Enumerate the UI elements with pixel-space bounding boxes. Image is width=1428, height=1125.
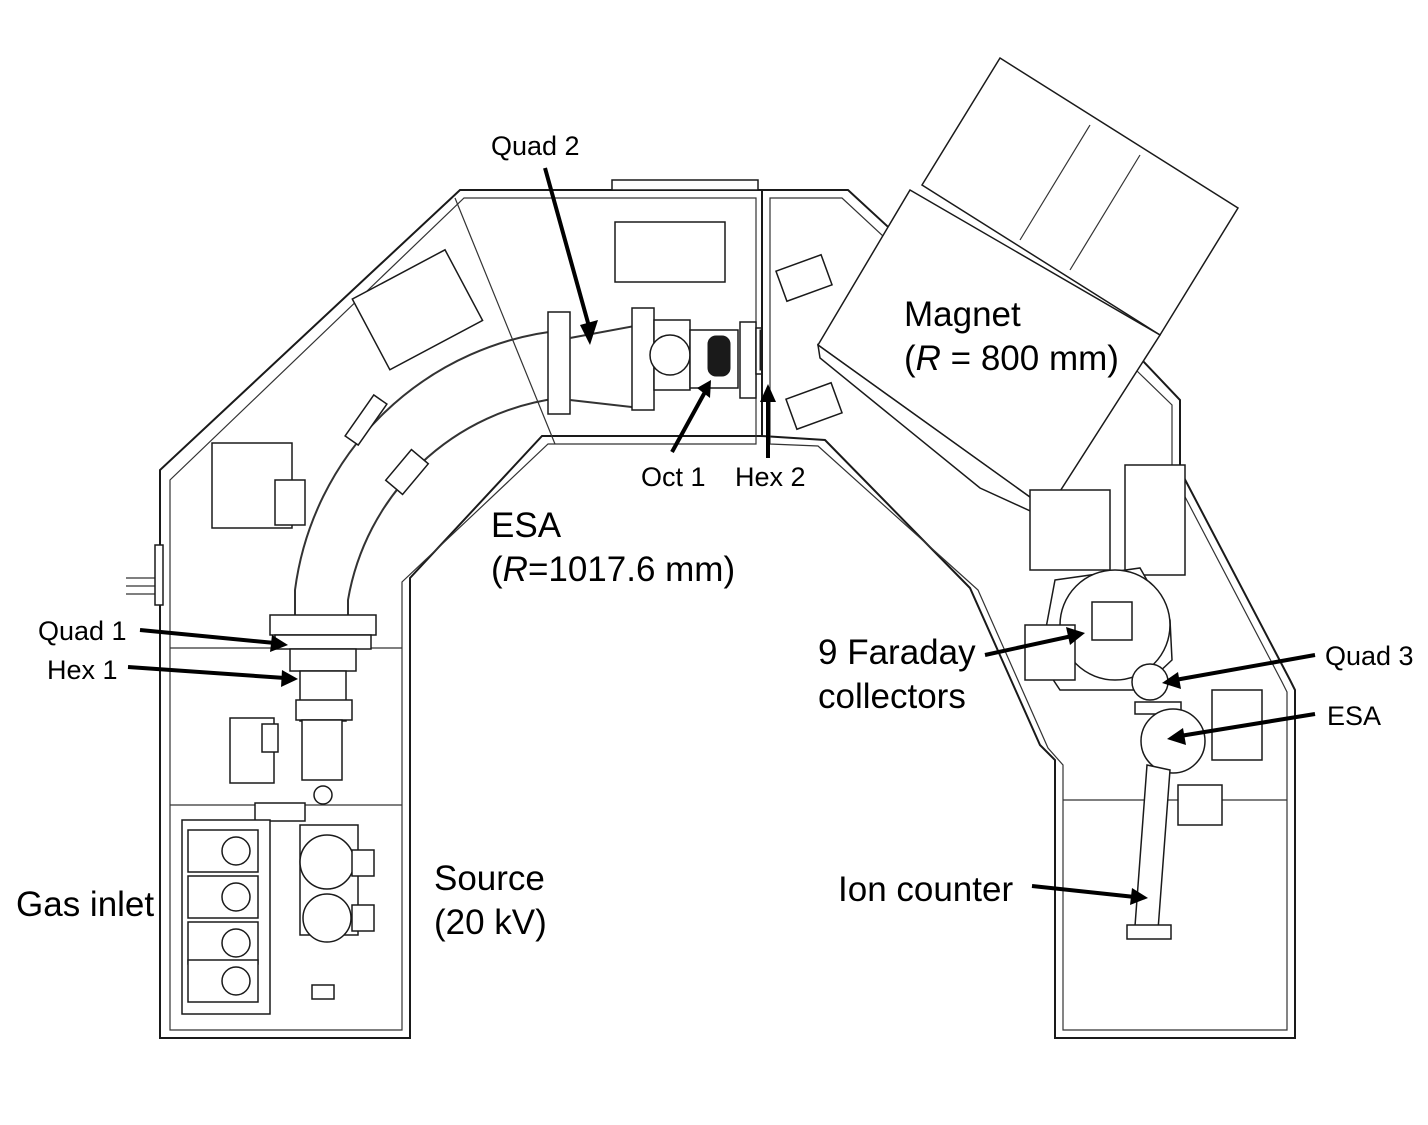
ion-counter-assembly [1126, 663, 1263, 940]
magnet [775, 56, 1240, 522]
label-gas-inlet: Gas inlet [16, 885, 154, 924]
label-oct-1: Oct 1 [641, 462, 706, 492]
label-quad-2: Quad 2 [491, 131, 580, 161]
label-hex-2: Hex 2 [735, 462, 806, 492]
esa-tube [211, 248, 566, 620]
label-esa-radius: (R=1017.6 mm) [491, 550, 735, 589]
label-esa-small: ESA [1327, 701, 1381, 731]
quad1-hex1-stack [229, 614, 377, 822]
label-quad-3: Quad 3 [1325, 641, 1414, 671]
label-hex-1: Hex 1 [47, 655, 118, 685]
label-quad-1: Quad 1 [38, 616, 127, 646]
label-source-line-1: Source [434, 859, 545, 898]
label-magnet: Magnet [904, 295, 1021, 334]
faraday-collector-housing [1024, 464, 1186, 691]
label-ion-counter: Ion counter [838, 870, 1013, 909]
label-source-line-2: (20 kV) [434, 903, 547, 942]
gas-inlet-panel [181, 819, 271, 1015]
label-esa-main: ESA [491, 506, 562, 545]
label-faraday-line-1: 9 Faraday [818, 633, 976, 672]
label-magnet-radius: (R = 800 mm) [904, 339, 1119, 378]
label-faraday-line-2: collectors [818, 677, 966, 716]
annotation-arrows [127, 167, 1316, 905]
source-assembly [299, 824, 375, 1000]
